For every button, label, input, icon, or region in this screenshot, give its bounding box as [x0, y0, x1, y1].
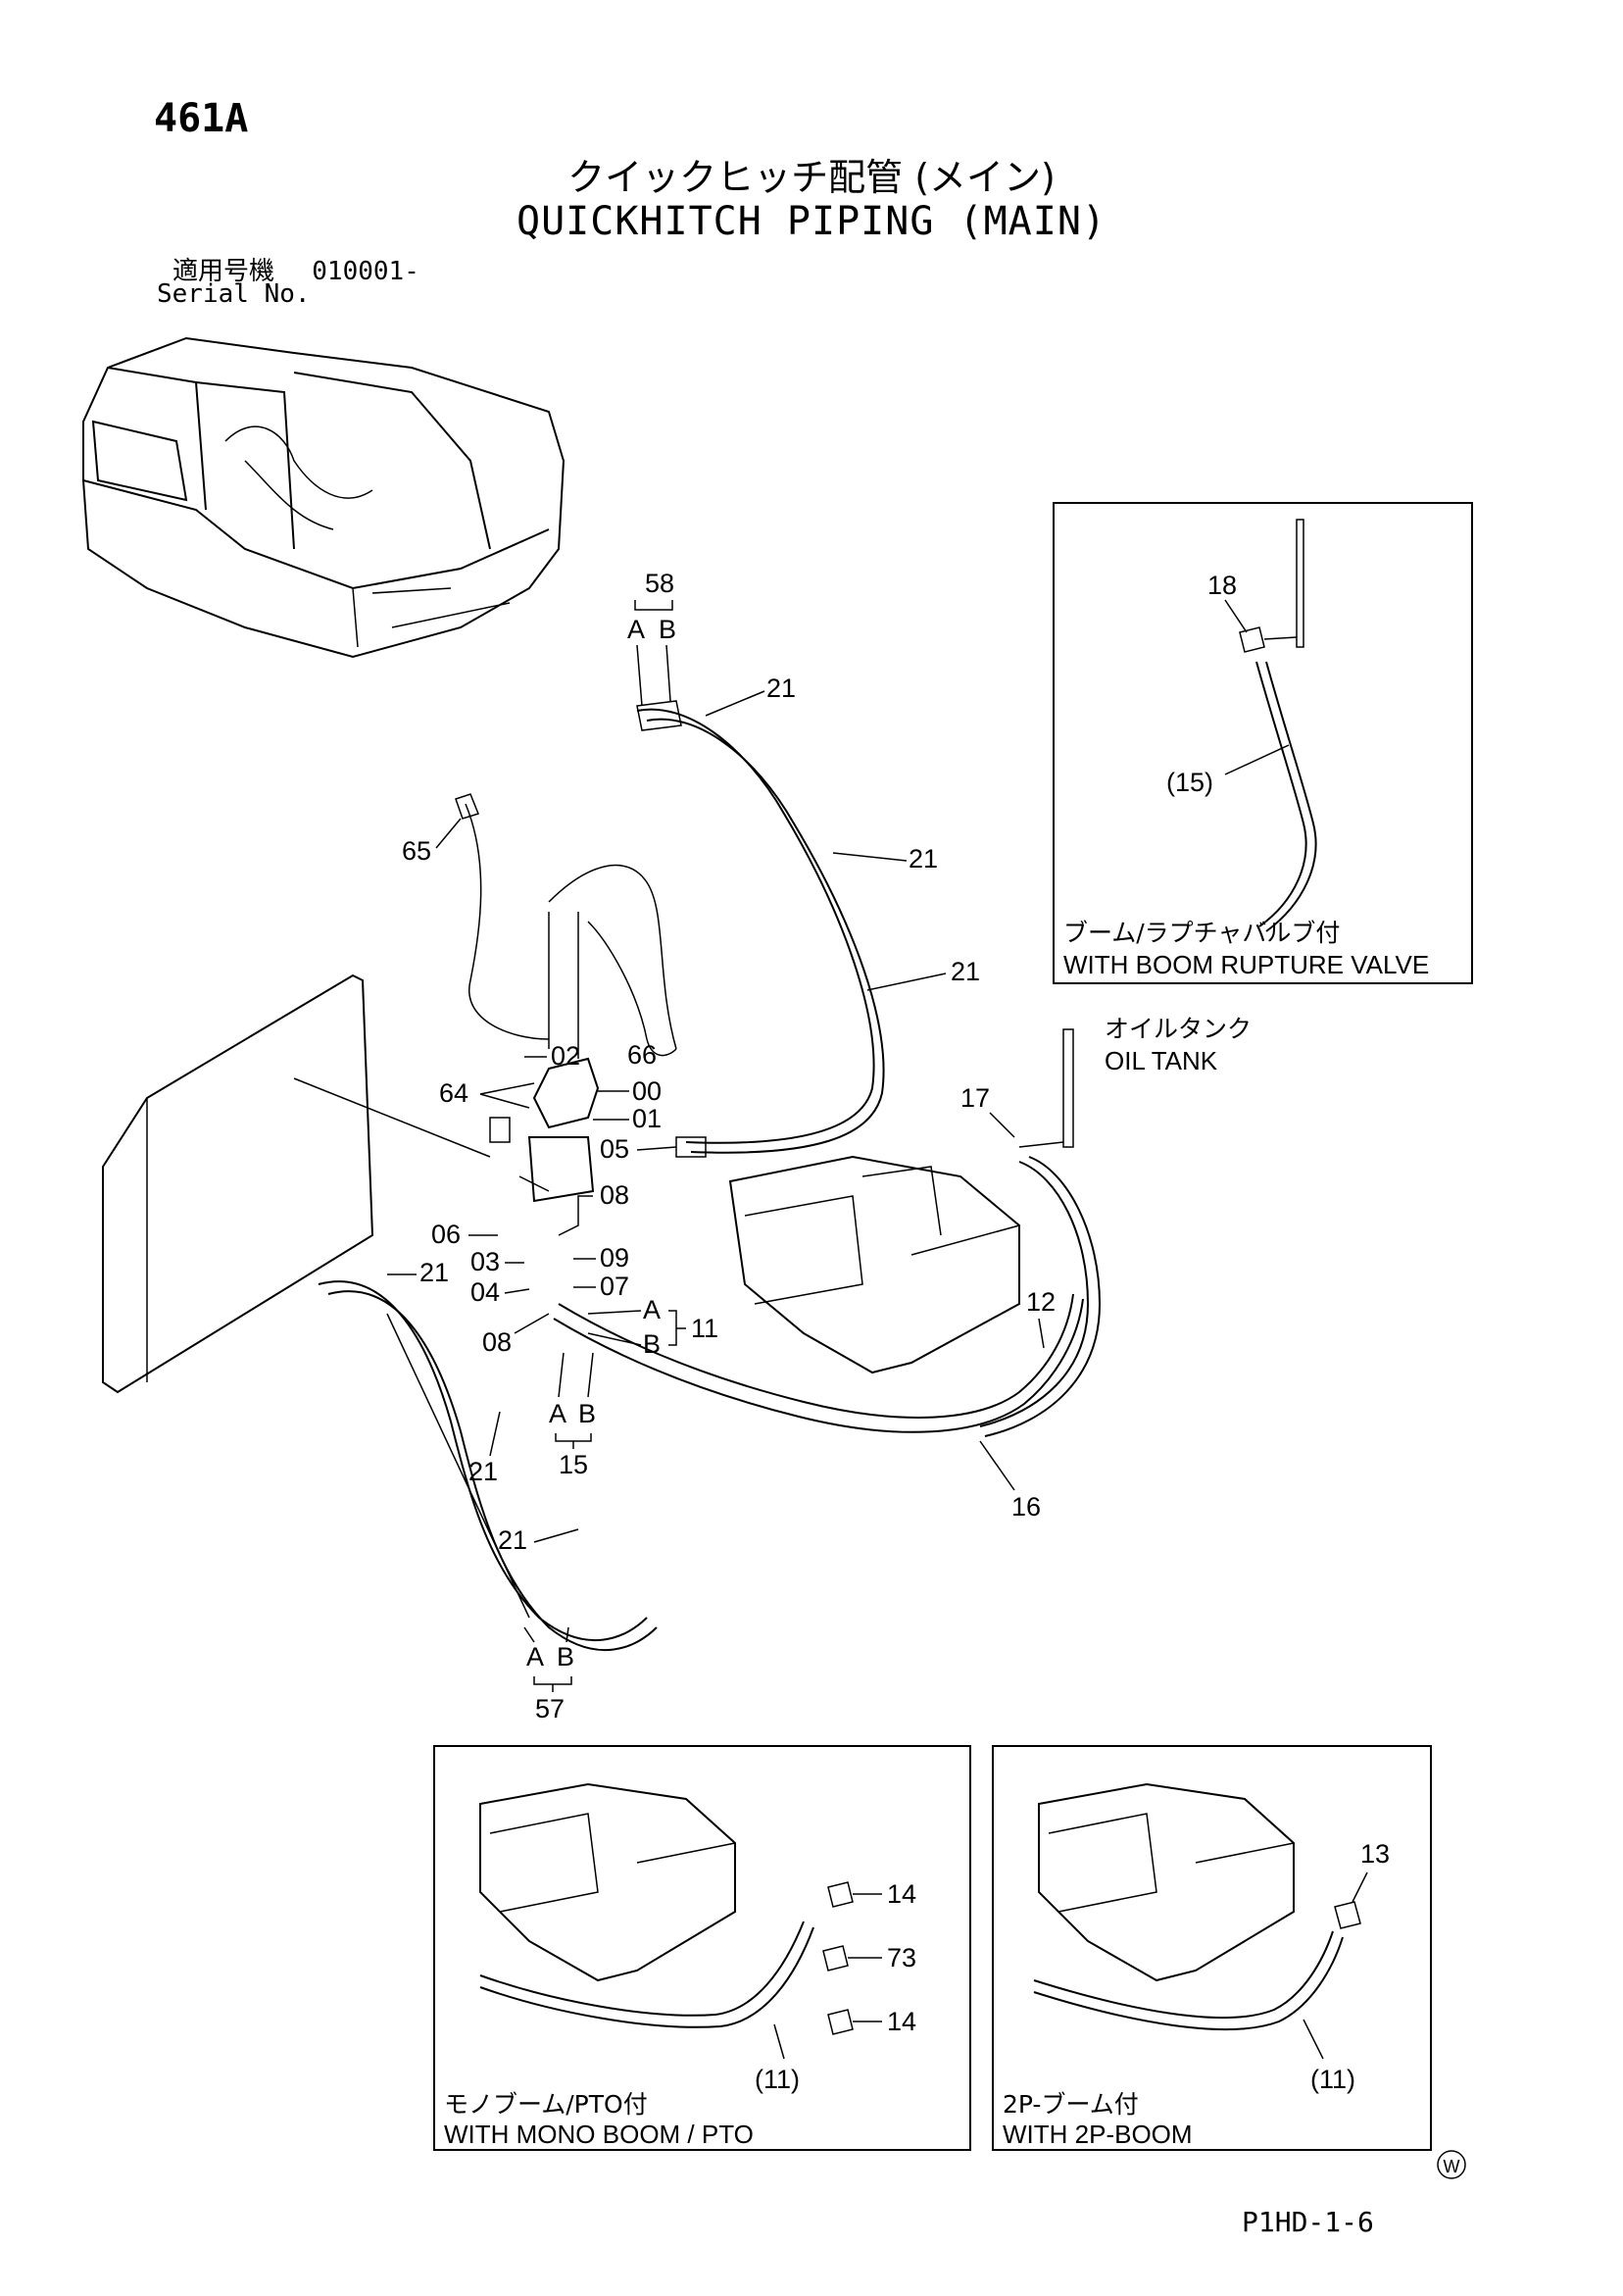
inset-rupture-label-18: 18: [1207, 571, 1237, 600]
label-03: 03: [470, 1247, 500, 1276]
label-15-a: A: [549, 1399, 566, 1428]
inset-mono-boom: 14 73 14 (11) モノブーム/PTO付 WITH MONO BOOM …: [433, 1745, 971, 2151]
inset-mono-label-14-lower: 14: [887, 2007, 916, 2036]
label-01: 01: [632, 1104, 662, 1133]
inset-mono-frame: [433, 1745, 971, 2151]
inset-rupture-valve: 18 (15) ブーム/ラプチャバルブ付 WITH BOOM RUPTURE V…: [1053, 502, 1473, 984]
label-00: 00: [632, 1076, 662, 1106]
label-66: 66: [627, 1040, 657, 1070]
label-15: 15: [559, 1450, 588, 1479]
oil-tank-label-en: OIL TANK: [1105, 1046, 1218, 1075]
serial-row-jp: 適用号機 010001-: [172, 251, 419, 287]
label-06: 06: [431, 1220, 461, 1249]
oil-tank-label-jp: オイルタンク: [1105, 1015, 1252, 1043]
control-valve: [728, 1155, 1020, 1374]
main-diagram: 58 A B 21 21 21 65 02 64 00 01 66 05 08 …: [102, 569, 1252, 1723]
inset-rupture-caption-jp: ブーム/ラプチャバルブ付: [1063, 919, 1340, 947]
label-21-bottom: 21: [498, 1525, 527, 1555]
label-12: 12: [1026, 1287, 1056, 1317]
serial-label-jp: 適用号機: [172, 257, 275, 286]
inset-rupture-label-15: (15): [1166, 768, 1213, 797]
label-57-b: B: [557, 1642, 574, 1672]
label-15-b: B: [578, 1399, 596, 1428]
label-11-a: A: [643, 1295, 661, 1324]
label-21-mid: 21: [909, 844, 938, 873]
label-05: 05: [600, 1134, 629, 1164]
label-57-a: A: [526, 1642, 544, 1672]
label-02: 02: [551, 1041, 580, 1071]
excavator-overview-illustration: [82, 336, 566, 659]
page-number: 461A: [154, 96, 249, 141]
label-21-right: 21: [951, 957, 980, 986]
inset-mono-label-73: 73: [887, 1943, 916, 1972]
inset-rupture-frame: [1053, 502, 1473, 984]
label-58-b: B: [659, 615, 676, 644]
label-08-lower: 08: [482, 1327, 512, 1357]
inset-2p-boom: 13 (11) 2P-ブーム付 WITH 2P-BOOM: [992, 1745, 1432, 2151]
label-58: 58: [645, 569, 674, 598]
title-japanese: クイックヒッチ配管 (メイン): [567, 156, 1056, 199]
label-65: 65: [402, 836, 431, 866]
inset-rupture-caption-en: WITH BOOM RUPTURE VALVE: [1063, 950, 1429, 979]
mounting-panel: [102, 973, 374, 1394]
serial-label-en: Serial No.: [157, 279, 311, 309]
label-21-upper: 21: [766, 674, 796, 703]
label-64: 64: [439, 1078, 468, 1108]
label-04: 04: [470, 1277, 500, 1307]
inset-2p-caption-jp: 2P-ブーム付: [1003, 2090, 1139, 2119]
revision-mark-letter: W: [1444, 2157, 1460, 2176]
label-21-lower: 21: [468, 1457, 498, 1486]
label-08-upper: 08: [600, 1180, 629, 1210]
inset-mono-label-14-upper: 14: [887, 1879, 916, 1909]
inset-2p-caption-en: WITH 2P-BOOM: [1003, 2120, 1193, 2149]
inset-mono-caption-en: WITH MONO BOOM / PTO: [444, 2120, 754, 2149]
label-11: 11: [691, 1314, 718, 1343]
inset-2p-label-13: 13: [1360, 1839, 1390, 1869]
title-english: QUICKHITCH PIPING (MAIN): [516, 199, 1107, 244]
inset-2p-frame: [992, 1745, 1432, 2151]
label-16: 16: [1011, 1492, 1041, 1522]
inset-mono-caption-jp: モノブーム/PTO付: [444, 2090, 648, 2119]
document-code: P1HD-1-6: [1242, 2206, 1374, 2238]
label-11-b: B: [643, 1329, 661, 1359]
label-07: 07: [600, 1272, 629, 1301]
label-21-left: 21: [419, 1258, 449, 1287]
inset-mono-label-11: (11): [755, 2065, 800, 2094]
label-57: 57: [535, 1694, 565, 1723]
label-09: 09: [600, 1243, 629, 1273]
label-58-a: A: [627, 615, 645, 644]
inset-2p-label-11: (11): [1310, 2065, 1355, 2094]
serial-range: 010001-: [312, 257, 419, 286]
revision-mark: W: [1437, 2150, 1466, 2179]
label-17: 17: [960, 1083, 990, 1113]
